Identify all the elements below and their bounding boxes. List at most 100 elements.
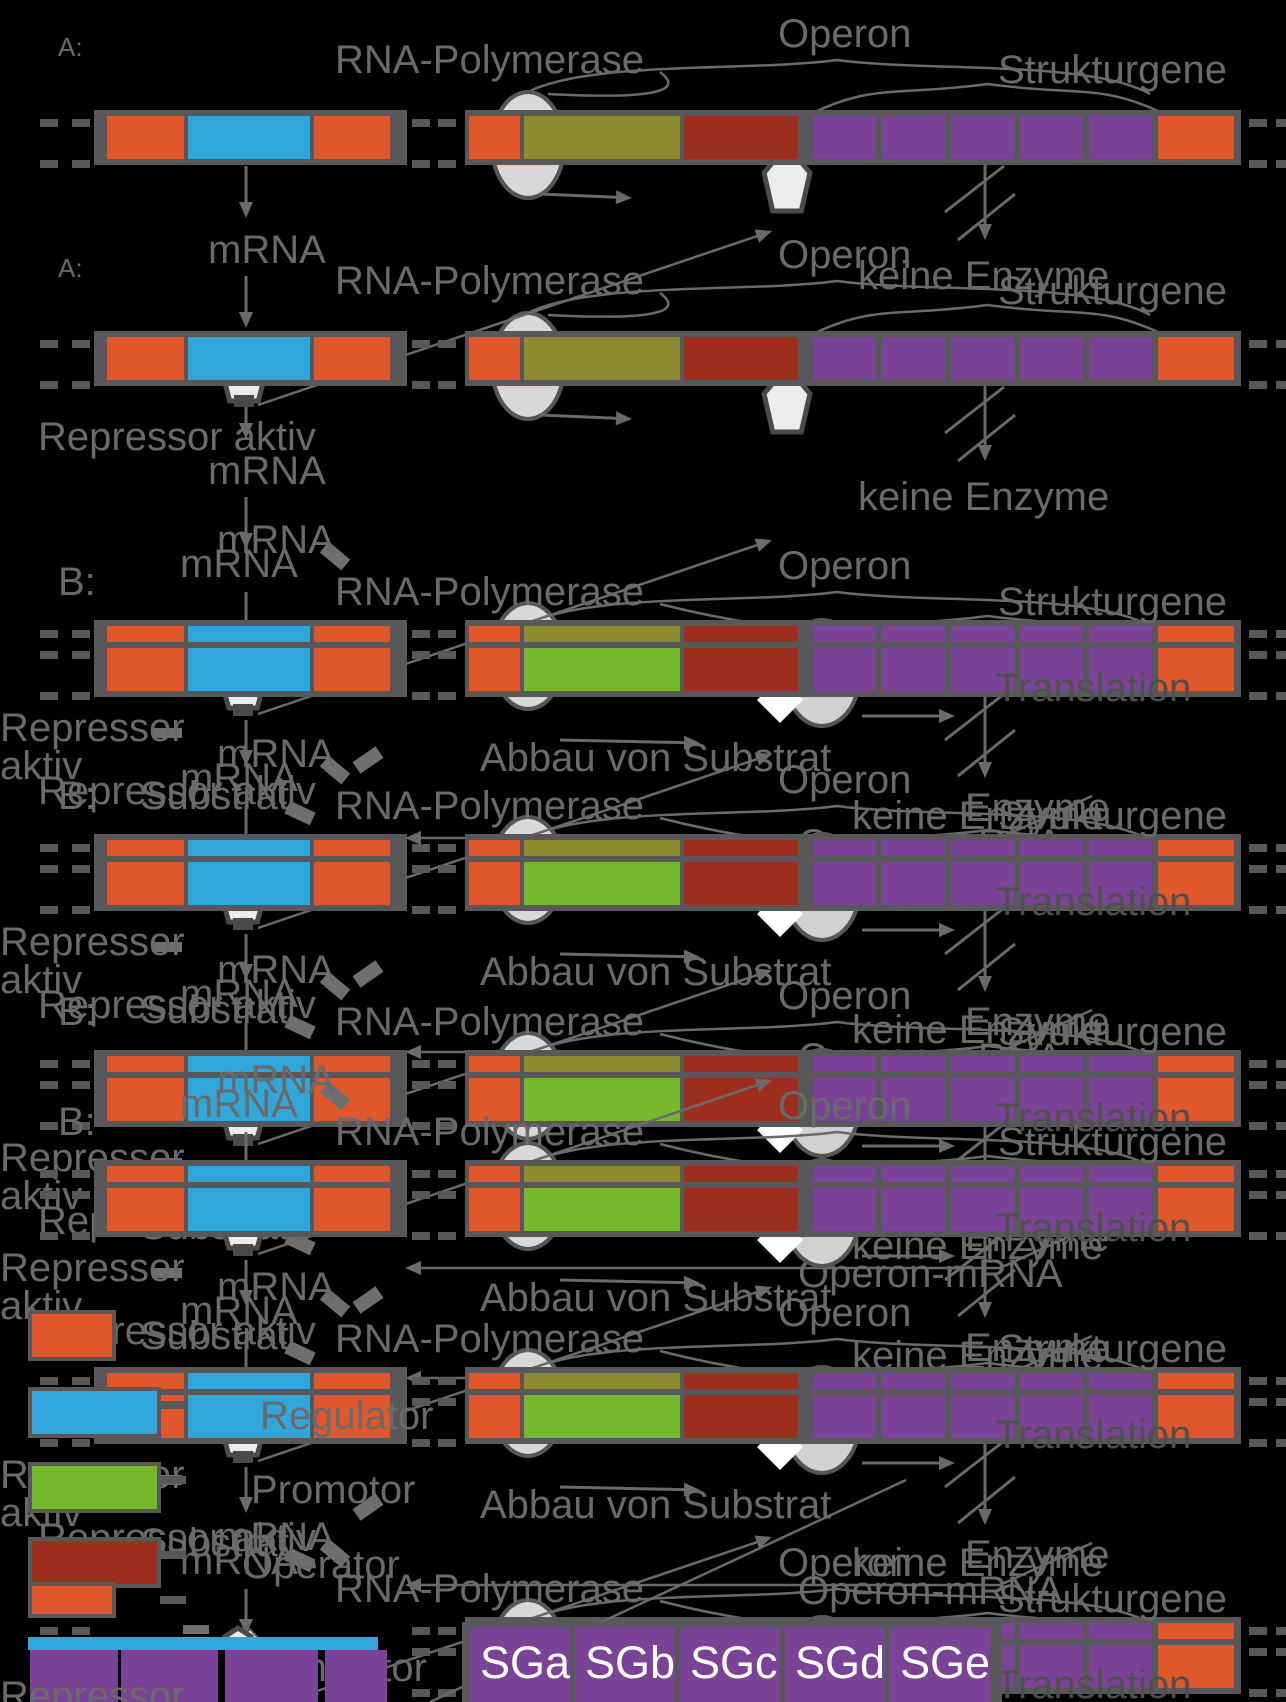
promoter-segment	[524, 1166, 680, 1186]
dna-dash	[1249, 1122, 1267, 1130]
legend-tick	[160, 1401, 186, 1409]
feedback-arrow-head	[405, 1045, 421, 1059]
dna-dash	[438, 1060, 456, 1068]
dna-dash	[40, 1170, 58, 1178]
dna-segment-orange	[469, 862, 520, 905]
rna-polymerase-label: RNA-Polymerase	[335, 1317, 644, 1361]
structural-gene-block	[1020, 1645, 1083, 1688]
translation-arrow-head	[939, 1456, 955, 1470]
structural-gene-block	[785, 1628, 885, 1702]
dna-dash	[438, 1439, 456, 1447]
dna-segment-orange	[469, 840, 520, 860]
translation-arrow-head	[939, 709, 955, 723]
dna-segment-orange	[1158, 1623, 1234, 1643]
dna-segment-orange	[107, 337, 184, 380]
dna-dash	[40, 1060, 58, 1068]
section-label: B:	[58, 990, 96, 1034]
dna-dash	[1249, 1689, 1267, 1697]
dna-dash	[72, 630, 90, 638]
dna-dash	[412, 381, 430, 389]
dna-segment-orange	[469, 337, 520, 380]
dna-segment-orange	[1158, 1056, 1234, 1076]
dna-dash	[412, 1060, 430, 1068]
promoter-segment	[524, 1056, 680, 1076]
section-label: B:	[58, 774, 96, 818]
transcription-arrow	[539, 192, 617, 199]
mrna-label: mRNA	[217, 1515, 335, 1559]
mrna-label: mRNA	[217, 732, 335, 776]
dna-dash	[1249, 1081, 1267, 1089]
regulator-segment	[188, 116, 310, 159]
structural-gene-block	[882, 1188, 945, 1231]
mrna-label: mRNA	[180, 756, 298, 800]
dna-dash	[40, 1122, 58, 1130]
dna-segment-orange	[314, 626, 390, 646]
structural-gene-block	[882, 1373, 945, 1393]
dna-dash	[438, 651, 456, 659]
keine-enzyme-label: keine Enzyme	[858, 475, 1110, 519]
dna-segment-orange	[1158, 840, 1234, 860]
regulator-segment	[188, 337, 310, 380]
dna-dash	[72, 1081, 90, 1089]
regulator-segment	[188, 862, 310, 905]
mrna-arrow-head	[239, 1619, 253, 1635]
mrna-label: mRNA	[180, 972, 298, 1016]
dna-dash	[72, 651, 90, 659]
legend-tick	[160, 1596, 186, 1604]
dna-segment-orange	[107, 1056, 184, 1076]
structural-gene-block	[813, 1166, 876, 1186]
dna-dash	[438, 160, 456, 168]
structural-gene-block	[951, 1166, 1014, 1186]
regulator-strip	[28, 1637, 378, 1650]
structural-gene-block	[882, 1078, 945, 1121]
operator-segment	[684, 1188, 798, 1231]
structural-gene-block	[882, 840, 945, 860]
structural-gene-block	[882, 1395, 945, 1438]
dna-segment-orange	[107, 1188, 184, 1231]
dna-dash	[1276, 381, 1286, 389]
structural-gene-block	[951, 840, 1014, 860]
structural-gene-block	[951, 862, 1014, 905]
structural-gene-block	[680, 1628, 780, 1702]
mrna-label: mRNA	[180, 1539, 298, 1583]
repressor-tip	[233, 704, 253, 716]
dna-segment-orange	[107, 1166, 184, 1186]
dna-dash	[412, 692, 430, 700]
dna-segment-orange	[314, 116, 390, 159]
dna-segment-orange	[314, 1188, 390, 1231]
strukturgene-label: Strukturgene	[998, 1577, 1228, 1621]
dna-dash	[1276, 651, 1286, 659]
dna-dash	[1249, 160, 1267, 168]
rna-polymerase-label: RNA-Polymerase	[335, 1110, 644, 1154]
mrna-label: mRNA	[217, 1265, 335, 1309]
legend-label-operator: Operator	[242, 1543, 400, 1587]
promoter-segment	[524, 116, 680, 159]
mrna-label: mRNA	[180, 542, 298, 586]
dna-segment-orange	[107, 626, 184, 646]
blocked-arrow-head	[978, 762, 992, 778]
structural-gene-block	[890, 1628, 990, 1702]
dna-segment-orange	[469, 1395, 520, 1438]
repressor-binding-arrow-head	[754, 538, 772, 552]
operon-label: Operon	[778, 12, 912, 56]
structural-gene-label: SGc	[690, 1637, 778, 1688]
structural-gene-block	[1020, 1166, 1083, 1186]
dna-dash	[412, 1627, 430, 1635]
structural-gene-block	[882, 116, 945, 159]
dna-dash	[72, 1439, 90, 1447]
repressor-aktiv-fragment: aktiv	[0, 958, 83, 1002]
dna-dash	[40, 119, 58, 127]
dna-segment-orange	[1158, 337, 1234, 380]
dna-dash	[1249, 1439, 1267, 1447]
dna-dash	[72, 844, 90, 852]
feedback-arrow-head	[405, 1261, 421, 1275]
dna-dash	[1276, 160, 1286, 168]
dna-dash	[438, 844, 456, 852]
dna-dash	[1249, 865, 1267, 873]
dna-dash	[1276, 1689, 1286, 1697]
structural-gene-block	[813, 840, 876, 860]
promoter-segment	[524, 862, 680, 905]
structural-gene-block	[1089, 1395, 1152, 1438]
structural-gene-block	[813, 1373, 876, 1393]
dna-dash	[40, 1439, 58, 1447]
